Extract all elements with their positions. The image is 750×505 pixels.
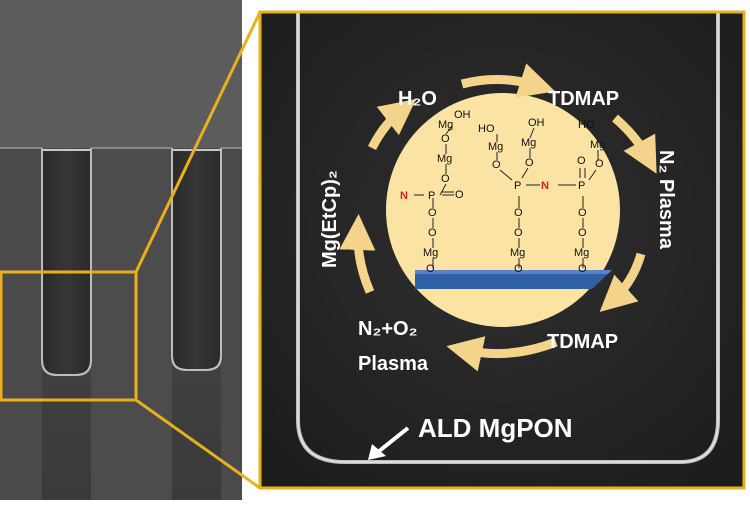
- atom-label: O: [578, 207, 587, 219]
- cycle-step-labels: H₂O TDMAP N₂ Plasma TDMAP N₂+O₂ Plasma M…: [319, 88, 677, 375]
- atom-label: Mg: [438, 119, 453, 131]
- atom-label: Mg: [437, 153, 452, 165]
- cycle-arrows: [339, 63, 657, 372]
- atom-label: O: [595, 158, 604, 170]
- nitrogen-label: N: [541, 180, 549, 192]
- step-n2-plasma: N₂ Plasma: [655, 150, 677, 250]
- atom-label: Mg: [574, 247, 589, 259]
- atom-label: HO: [478, 123, 495, 135]
- atom-label: O: [428, 207, 437, 219]
- step-h2o: H₂O: [398, 88, 437, 110]
- sem-overview-panel: [0, 0, 242, 500]
- step-n2o2: N₂+O₂: [358, 318, 417, 340]
- step-tdmap-top: TDMAP: [548, 88, 619, 110]
- atom-label: Mg: [423, 247, 438, 259]
- step-mg-etcp2: Mg(EtCp)₂: [319, 170, 341, 268]
- film-label: ALD MgPON: [418, 413, 573, 443]
- atom-label: Mg: [488, 141, 503, 153]
- atom-label: Mg: [510, 247, 525, 259]
- zoom-highlight: [0, 10, 746, 490]
- atom-label: O: [455, 189, 464, 201]
- atom-label: P: [428, 190, 435, 202]
- atom-label: HO: [578, 119, 595, 131]
- atom-label: O: [577, 155, 586, 167]
- atom-label: O: [514, 227, 523, 239]
- panel-gap: [242, 0, 260, 500]
- atom-label: O: [514, 263, 523, 275]
- surface-chemistry: O Mg O O N P O O Mg O Mg OH O Mg O O P N…: [400, 109, 605, 275]
- atom-label: O: [426, 263, 435, 275]
- atom-label: O: [525, 157, 534, 169]
- reaction-circle: [386, 93, 620, 327]
- atom-label: OH: [454, 109, 471, 121]
- atom-label: Mg: [590, 139, 605, 151]
- atom-label: P: [514, 180, 521, 192]
- atom-label: O: [578, 263, 587, 275]
- atom-label: O: [441, 173, 450, 185]
- atom-label: O: [441, 133, 450, 145]
- pointer-arrow-icon: [368, 444, 386, 460]
- nitrogen-label: N: [400, 190, 408, 202]
- film-annotation: ALD MgPON: [368, 413, 573, 460]
- atom-label: Mg: [521, 137, 536, 149]
- atom-label: O: [514, 207, 523, 219]
- atom-label: O: [578, 227, 587, 239]
- atom-label: P: [578, 180, 585, 192]
- atom-label: OH: [528, 117, 545, 129]
- step-plasma: Plasma: [358, 353, 429, 375]
- atom-label: O: [492, 159, 501, 171]
- atom-label: O: [428, 227, 437, 239]
- step-tdmap-bottom: TDMAP: [547, 331, 618, 353]
